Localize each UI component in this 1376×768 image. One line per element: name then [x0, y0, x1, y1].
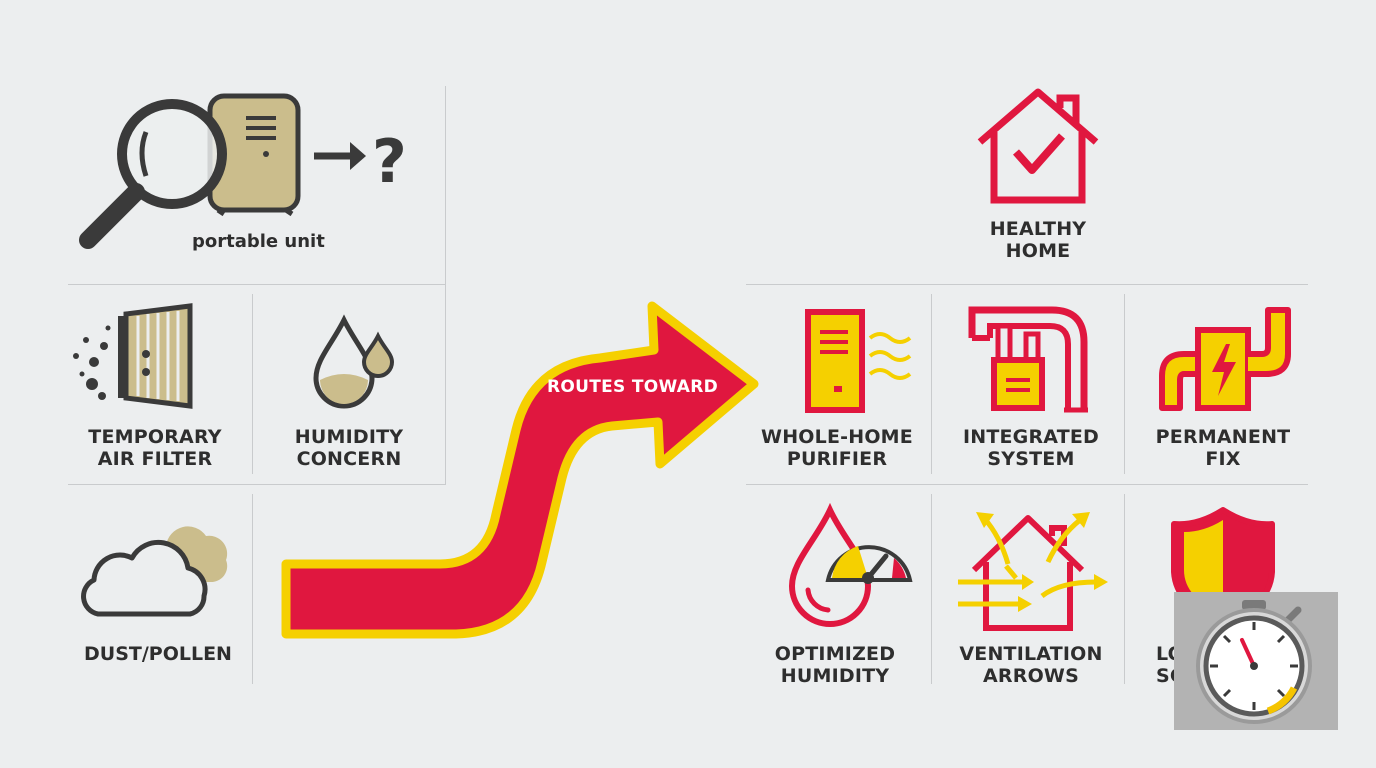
temporary-air-filter-label: TEMPORARY AIR FILTER: [88, 426, 222, 470]
svg-text:?: ?: [372, 127, 407, 197]
purifier-icon: [805, 309, 912, 413]
integrated-system-icon: [968, 306, 1088, 413]
permanent-fix-icon: [1159, 307, 1291, 411]
cloud-icon: [81, 526, 228, 617]
divider: [931, 494, 932, 684]
permanent-fix-label: PERMANENT FIX: [1155, 426, 1291, 470]
divider: [252, 494, 253, 684]
divider: [68, 284, 446, 285]
divider: [252, 294, 253, 474]
ventilation-arrows-label: VENTILATION ARROWS: [959, 643, 1103, 687]
whole-home-purifier-label: WHOLE-HOME PURIFIER: [761, 426, 913, 470]
divider: [746, 284, 1308, 285]
healthy-home-label: HEALTHY HOME: [989, 218, 1087, 262]
dust-pollen-label: DUST/POLLEN: [84, 643, 232, 665]
divider: [1124, 294, 1125, 474]
air-filter-icon: [73, 303, 193, 409]
routes-toward-label: ROUTES TOWARD: [547, 377, 719, 397]
optimized-humidity-label: OPTIMIZED HUMIDITY: [774, 643, 896, 687]
divider: [445, 86, 446, 484]
house-check-icon: [977, 88, 1099, 204]
humidity-concern-label: HUMIDITY CONCERN: [294, 426, 404, 470]
divider: [1124, 494, 1125, 684]
humidity-gauge-icon: [788, 502, 913, 627]
ventilation-house-icon: [958, 512, 1108, 631]
integrated-system-label: INTEGRATED SYSTEM: [962, 426, 1100, 470]
divider: [68, 484, 446, 485]
routes-toward-arrow: [281, 301, 759, 639]
water-drops-icon: [313, 314, 395, 409]
magnifier-icon: [79, 99, 227, 249]
question-arrow-icon: ?: [314, 127, 407, 197]
divider: [746, 484, 1308, 485]
stopwatch-icon: [1196, 600, 1312, 724]
divider: [931, 294, 932, 474]
portable-unit-label: portable unit: [192, 231, 325, 252]
